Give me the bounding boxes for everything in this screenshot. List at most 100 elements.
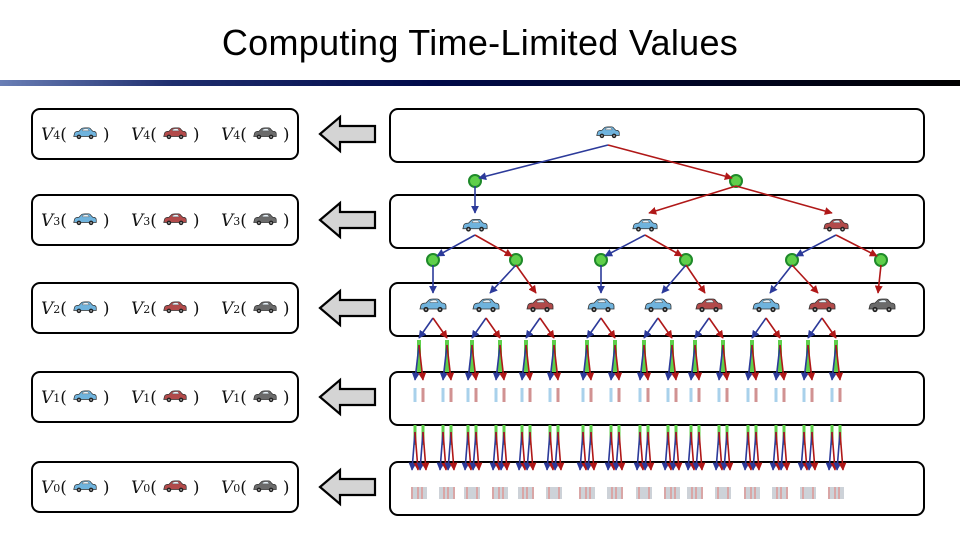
chance-node [785,253,799,267]
paren-open: ( [60,211,67,231]
paren-close: ) [192,211,200,231]
backup-arrow-icon [318,467,378,507]
blue-car-icon [72,388,98,408]
title-underline [0,80,960,86]
paren-close: ) [192,388,200,408]
gray-car-icon [252,299,278,319]
value-subscript: 4 [53,128,61,142]
backup-arrow-icon [318,377,378,417]
paren-open: ( [150,478,157,498]
value-symbol: V [221,299,234,319]
paren-close: ) [282,299,290,319]
backup-arrow-icon [318,114,378,154]
chance-node [594,253,608,267]
value-subscript: 2 [143,302,151,316]
paren-open: ( [240,478,247,498]
value-subscript: 1 [143,391,151,405]
paren-close: ) [192,299,200,319]
value-subscript: 0 [233,481,241,495]
gray-car-icon [252,211,278,231]
value-subscript: 3 [53,214,61,228]
paren-close: ) [282,478,290,498]
paren-close: ) [102,125,110,145]
value-symbol: V [221,211,234,231]
value-symbol: V [41,211,54,231]
gray-car-icon [252,478,278,498]
value-symbol: V [41,388,54,408]
chance-node [729,174,743,188]
paren-open: ( [60,299,67,319]
value-symbol: V [131,388,144,408]
chance-node [679,253,693,267]
value-subscript: 0 [143,481,151,495]
value-symbol: V [131,125,144,145]
paren-close: ) [192,478,200,498]
value-symbol: V [221,125,234,145]
paren-open: ( [60,388,67,408]
tree-level-box-0 [389,461,925,516]
chance-node [426,253,440,267]
paren-open: ( [60,125,67,145]
paren-open: ( [150,125,157,145]
red-car-icon [162,211,188,231]
tree-level-box-1 [389,371,925,426]
value-symbol: V [221,478,234,498]
paren-open: ( [60,478,67,498]
paren-open: ( [240,388,247,408]
value-subscript: 0 [53,481,61,495]
chance-node [874,253,888,267]
tree-level-box-2 [389,282,925,337]
paren-open: ( [150,211,157,231]
paren-close: ) [102,211,110,231]
paren-close: ) [102,388,110,408]
value-subscript: 1 [233,391,241,405]
red-car-icon [162,388,188,408]
paren-open: ( [150,299,157,319]
value-subscript: 2 [233,302,241,316]
value-symbol: V [131,478,144,498]
paren-close: ) [282,388,290,408]
value-subscript: 3 [143,214,151,228]
value-subscript: 4 [233,128,241,142]
value-subscript: 4 [143,128,151,142]
value-symbol: V [131,299,144,319]
value-subscript: 1 [53,391,61,405]
red-car-icon [162,125,188,145]
red-car-icon [162,478,188,498]
blue-car-icon [72,211,98,231]
value-subscript: 2 [53,302,61,316]
value-symbol: V [131,211,144,231]
paren-open: ( [150,388,157,408]
tree-level-box-3 [389,194,925,249]
backup-arrow-icon [318,288,378,328]
paren-close: ) [282,125,290,145]
red-car-icon [162,299,188,319]
blue-car-icon [72,299,98,319]
blue-car-icon [72,478,98,498]
gray-car-icon [252,388,278,408]
value-symbol: V [221,388,234,408]
paren-close: ) [102,478,110,498]
paren-open: ( [240,299,247,319]
paren-open: ( [240,125,247,145]
